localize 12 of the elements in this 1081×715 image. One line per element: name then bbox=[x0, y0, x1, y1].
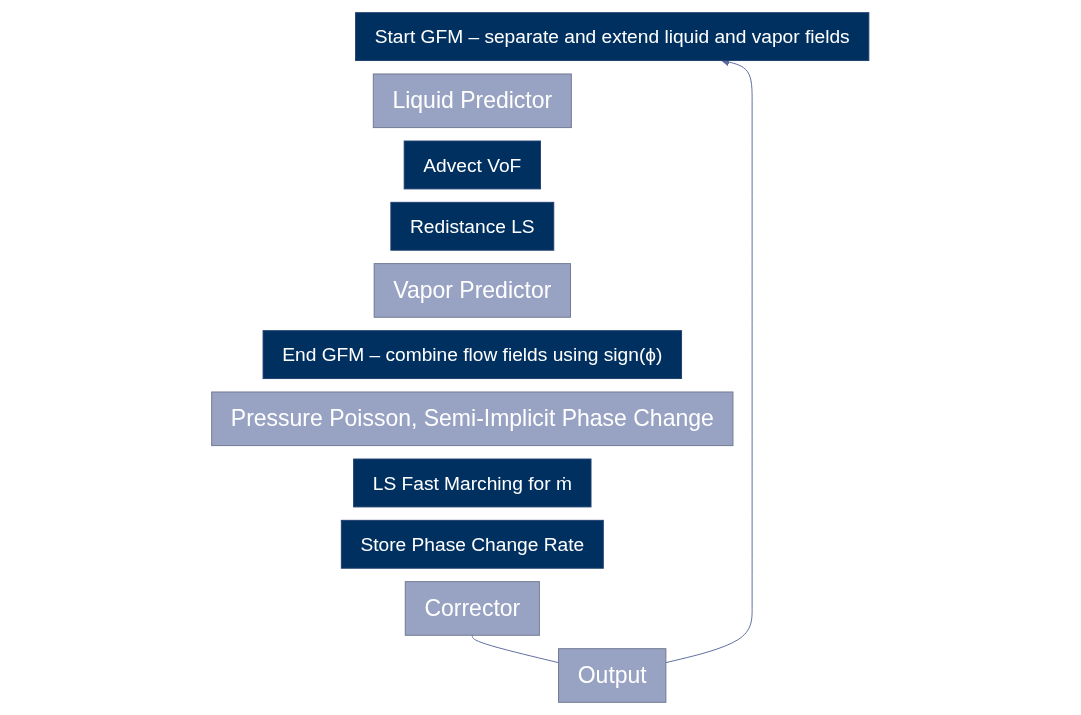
node-box: Redistance LS bbox=[390, 201, 555, 251]
node-box: Pressure Poisson, Semi-Implicit Phase Change bbox=[211, 391, 734, 447]
node-box: Start GFM – separate and extend liquid and vapor fields bbox=[355, 12, 870, 62]
node-box: Vapor Predictor bbox=[373, 263, 572, 318]
node-box: End GFM – combine flow fields using sign(ϕ) bbox=[262, 330, 683, 380]
node-box: Store Phase Change Rate bbox=[341, 519, 604, 569]
node-box: LS Fast Marching for ṁ bbox=[353, 458, 592, 508]
node-box: Liquid Predictor bbox=[373, 73, 573, 129]
node-box: Advect VoF bbox=[403, 140, 542, 190]
connector bbox=[472, 634, 560, 664]
node-box: Output bbox=[558, 648, 667, 703]
node-box: Corrector bbox=[405, 581, 541, 636]
